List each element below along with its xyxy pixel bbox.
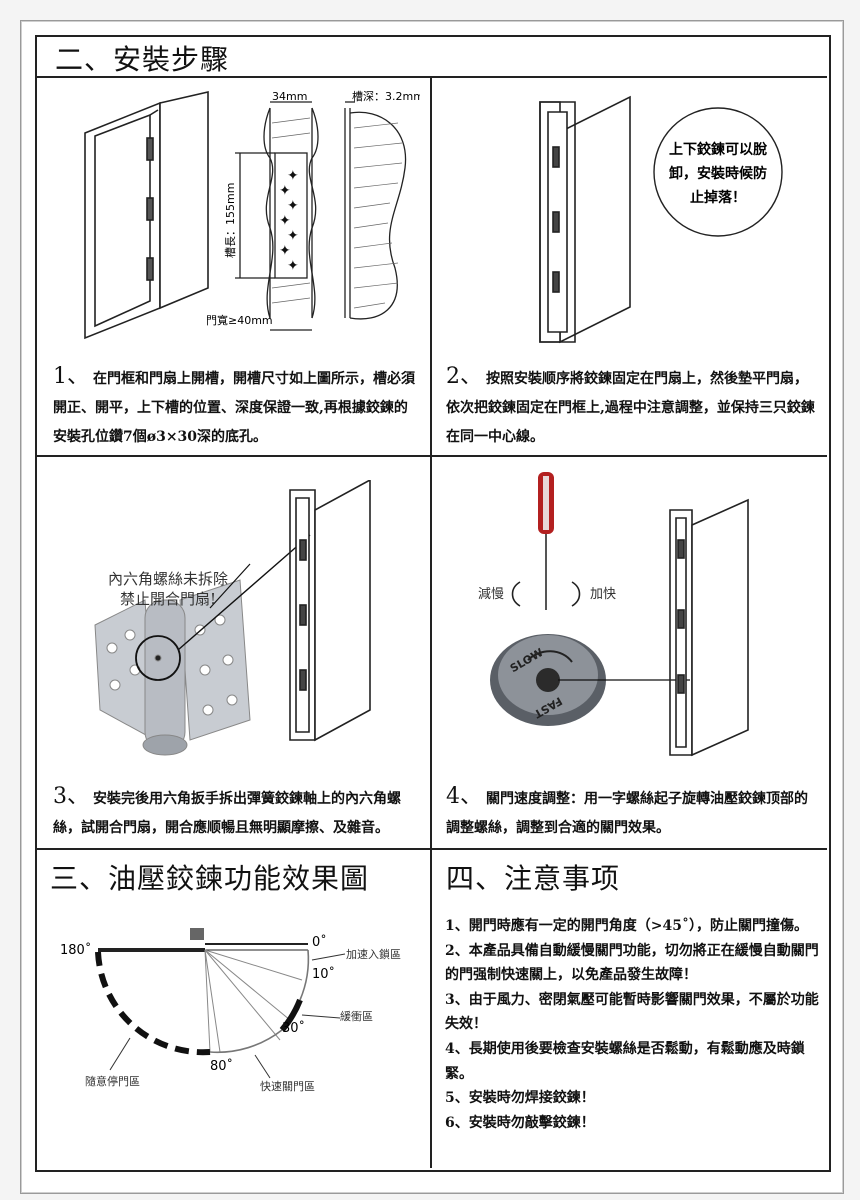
notes-section-title: 四、注意事项 bbox=[446, 862, 621, 895]
fast-zone-label: 快速關門區 bbox=[260, 1080, 315, 1093]
slow-label: 減慢 bbox=[478, 586, 504, 602]
angle-0-label: 0˚ bbox=[312, 934, 327, 950]
hinge-angle-diagram: 180˚ 0˚ 10˚ 30˚ 80˚ 加速入鎖區 緩衝區 隨意停門區 快速關門… bbox=[60, 928, 401, 1093]
install-section-title: 二、安裝步驟 bbox=[55, 43, 230, 76]
angle-10-label: 10˚ bbox=[312, 966, 335, 982]
bubble-line-3: 止掉落！ bbox=[690, 189, 746, 206]
column-divider bbox=[430, 76, 432, 1168]
step-2-text: 2、按照安裝顺序將鉸鍊固定在門扇上，然後墊平門扇，依次把鉸鍊固定在門框上,過程中… bbox=[446, 364, 815, 445]
screwdriver-drawing bbox=[538, 472, 554, 610]
angle-30-label: 30˚ bbox=[282, 1020, 305, 1036]
hinge-mount-diagram: 上下鉸鍊可以脫 卸，安裝時候防 止掉落！ bbox=[539, 95, 783, 344]
function-section-title: 三、油壓鉸鍊功能效果圖 bbox=[50, 862, 370, 895]
notes-list: 1、開門時應有一定的開門角度（>45˚），防止關門撞傷。 2、本產品具備自動緩慢… bbox=[445, 914, 823, 1135]
slot-length-label: 槽長：155mm bbox=[224, 183, 237, 258]
slot-section-drawing: ✦✦ ✦✦ ✦✦✦ bbox=[235, 101, 407, 331]
slot-depth-label: 槽深：3.2mm bbox=[352, 90, 420, 103]
hex-screw-diagram: 內六角螺絲未拆除 禁止開合門扇! bbox=[94, 480, 371, 756]
note-item: 6、安裝時勿敲擊鉸鍊！ bbox=[445, 1114, 595, 1131]
angle-180-label: 180˚ bbox=[60, 942, 91, 958]
note-item: 5、安裝時勿焊接鉸鍊！ bbox=[445, 1090, 595, 1107]
door-frame-drawing bbox=[84, 90, 209, 340]
svg-text:✦: ✦ bbox=[279, 243, 291, 259]
svg-text:✦: ✦ bbox=[287, 228, 299, 244]
callout-line-2: 禁止開合門扇! bbox=[120, 590, 216, 608]
svg-text:✦: ✦ bbox=[287, 258, 299, 274]
step-4-text: 4、關門速度調整：用一字螺絲起子旋轉油壓鉸鍊顶部的調整螺絲，調整到合適的關門效果… bbox=[446, 784, 808, 836]
step-3-text: 3、安裝完後用六角扳手拆出彈簧鉸鍊軸上的內六角螺絲，試開合門扇，開合應顺暢且無明… bbox=[53, 784, 401, 836]
adjust-dial: SLOW FAST bbox=[490, 634, 606, 726]
speed-adjust-diagram: 減慢 加快 SLOW FAST bbox=[478, 472, 749, 757]
fast-label: 加快 bbox=[590, 587, 616, 602]
note-item: 1、開門時應有一定的開門角度（>45˚），防止關門撞傷。 bbox=[445, 918, 808, 934]
slot-width-label: 34mm bbox=[272, 90, 307, 103]
svg-text:✦: ✦ bbox=[287, 168, 299, 184]
svg-text:✦: ✦ bbox=[287, 198, 299, 214]
step-1-text: 1、在門框和門扇上開槽，開槽尺寸如上圖所示，槽必須開正、開平，上下槽的位置、深度… bbox=[53, 364, 415, 445]
door-width-label: 門寬≥40mm bbox=[206, 313, 273, 327]
note-item: 3、由于風力、密閉氣壓可能暫時影響關門效果，不屬於功能失效！ bbox=[445, 991, 819, 1033]
bubble-line-2: 卸，安裝時候防 bbox=[669, 165, 767, 182]
angle-80-label: 80˚ bbox=[210, 1058, 233, 1074]
note-item: 4、長期使用後要檢查安裝螺絲是否鬆動，有鬆動應及時鎖緊。 bbox=[445, 1040, 805, 1082]
buffer-zone-label: 緩衝區 bbox=[340, 1009, 373, 1023]
svg-text:✦: ✦ bbox=[279, 213, 291, 229]
bubble-line-1: 上下鉸鍊可以脫 bbox=[669, 141, 768, 158]
callout-line-1: 內六角螺絲未拆除 bbox=[108, 570, 228, 588]
note-item: 2、本產品具備自動緩慢關門功能，切勿將正在緩慢自動關門的門强制快速關上，以免產品… bbox=[445, 942, 819, 984]
svg-text:✦: ✦ bbox=[279, 183, 291, 199]
slot-dimension-diagram: ✦✦ ✦✦ ✦✦✦ 34mm 槽深：3.2mm 槽長：155mm 門寬≥40mm bbox=[84, 90, 420, 340]
lock-zone-label: 加速入鎖區 bbox=[346, 947, 401, 961]
hinge-photo bbox=[94, 579, 251, 756]
stop-zone-label: 隨意停門區 bbox=[85, 1074, 140, 1088]
